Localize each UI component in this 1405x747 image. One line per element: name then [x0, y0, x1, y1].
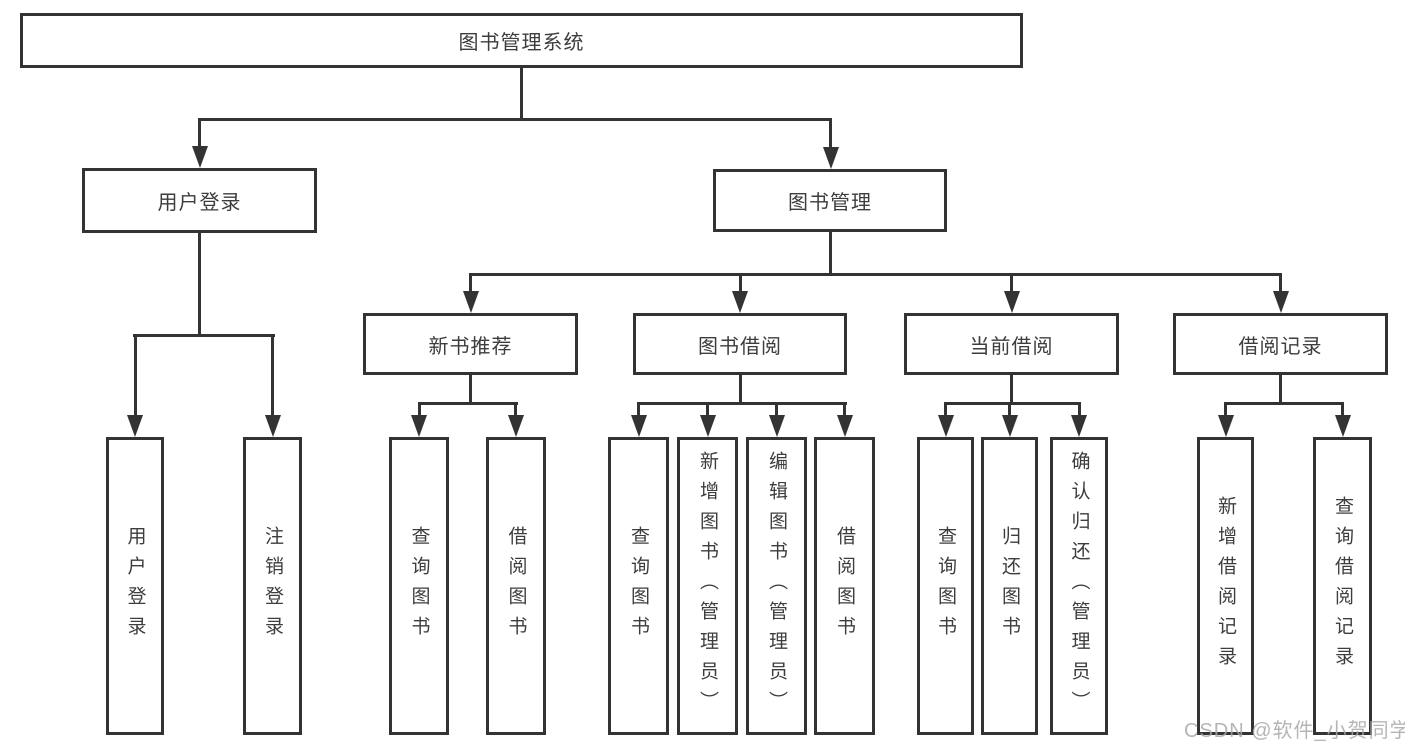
leaf-return-book: 归还图书: [981, 437, 1038, 735]
leaf-user-login: 用户登录: [106, 437, 164, 735]
node-book-management: 图书管理: [713, 169, 947, 232]
arrow-down-icon: [192, 146, 208, 168]
node-user-login: 用户登录: [82, 168, 317, 233]
connector-line: [514, 402, 517, 416]
node-label: 新增借阅记录: [1215, 496, 1236, 676]
node-label: 图书借阅: [698, 335, 782, 358]
node-label: 新书推荐: [428, 335, 513, 358]
connector-line: [520, 68, 523, 118]
connector-line: [133, 334, 275, 337]
connector-line: [1010, 273, 1013, 293]
arrow-down-icon: [411, 415, 427, 437]
node-label: 用户登录: [124, 526, 146, 646]
connector-line: [739, 273, 742, 293]
leaf-logout: 注销登录: [243, 437, 302, 735]
connector-line: [1224, 402, 1344, 405]
node-label: 图书管理: [788, 192, 872, 214]
connector-line: [1010, 375, 1013, 405]
arrow-down-icon: [265, 415, 281, 437]
leaf-add-book-admin: 新增图书（管理员）: [677, 437, 738, 735]
arrow-down-icon: [769, 415, 785, 437]
node-label: 用户登录: [157, 192, 242, 214]
connector-line: [1008, 402, 1011, 416]
connector-line: [1279, 375, 1282, 405]
connector-line: [843, 402, 846, 416]
arrow-down-icon: [837, 415, 853, 437]
node-label: 查询图书: [935, 526, 956, 646]
arrow-down-icon: [127, 415, 143, 437]
connector-line: [944, 402, 947, 416]
leaf-query-borrow-record: 查询借阅记录: [1313, 437, 1372, 735]
leaf-borrow-book: 借阅图书: [814, 437, 875, 735]
leaf-edit-book-admin: 编辑图书（管理员）: [746, 437, 807, 735]
connector-line: [775, 402, 778, 416]
connector-line: [271, 334, 274, 415]
node-label: 查询图书: [408, 526, 430, 646]
connector-line: [706, 402, 709, 416]
arrow-down-icon: [1218, 415, 1234, 437]
node-label: 归还图书: [999, 526, 1020, 646]
connector-line: [829, 118, 832, 149]
node-label: 当前借阅: [969, 335, 1054, 358]
arrow-down-icon: [1335, 415, 1351, 437]
watermark: CSDN @软件_小贺同学: [1184, 720, 1405, 742]
arrow-down-icon: [631, 415, 647, 437]
node-label: 借阅图书: [834, 526, 855, 646]
node-label: 查询图书: [628, 526, 649, 646]
connector-line: [418, 402, 421, 416]
connector-line: [829, 232, 832, 273]
arrow-down-icon: [732, 291, 748, 313]
connector-line: [637, 402, 847, 405]
arrow-down-icon: [938, 415, 954, 437]
arrow-down-icon: [1071, 415, 1087, 437]
connector-line: [469, 273, 1282, 276]
leaf-borrow-book-recommend: 借阅图书: [486, 437, 546, 735]
node-label: 借阅图书: [505, 526, 527, 646]
connector-line: [637, 402, 640, 416]
connector-line: [469, 273, 472, 293]
node-book-borrow: 图书借阅: [633, 313, 847, 375]
connector-line: [1279, 273, 1282, 293]
leaf-query-book-current: 查询图书: [917, 437, 974, 735]
connector-line: [1224, 402, 1227, 416]
node-label: 确认归还（管理员）: [1068, 451, 1090, 721]
node-label: 借阅记录: [1238, 335, 1323, 358]
node-label: 注销登录: [262, 526, 283, 646]
node-new-book-recommend: 新书推荐: [363, 313, 578, 375]
connector-line: [1341, 402, 1344, 416]
arrow-down-icon: [823, 147, 839, 169]
connector-line: [1078, 402, 1081, 416]
connector-line: [944, 402, 1081, 405]
node-current-borrow: 当前借阅: [904, 313, 1119, 375]
leaf-query-book: 查询图书: [608, 437, 669, 735]
arrow-down-icon: [508, 415, 524, 437]
connector-line: [469, 375, 472, 405]
connector-line: [134, 334, 137, 415]
arrow-down-icon: [1002, 415, 1018, 437]
connector-line: [739, 375, 742, 405]
node-label: 编辑图书（管理员）: [766, 451, 787, 721]
arrow-down-icon: [1004, 291, 1020, 313]
arrow-down-icon: [1273, 291, 1289, 313]
connector-line: [198, 233, 201, 337]
connector-line: [418, 402, 518, 405]
leaf-add-borrow-record: 新增借阅记录: [1197, 437, 1254, 735]
connector-line: [198, 118, 832, 121]
node-borrow-records: 借阅记录: [1173, 313, 1388, 375]
connector-line: [198, 118, 201, 148]
leaf-confirm-return-admin: 确认归还（管理员）: [1050, 437, 1108, 735]
arrow-down-icon: [463, 291, 479, 313]
node-library-management-system: 图书管理系统: [20, 13, 1023, 68]
node-label: 新增图书（管理员）: [697, 451, 718, 721]
arrow-down-icon: [700, 415, 716, 437]
node-label: 查询借阅记录: [1332, 496, 1353, 676]
node-label: 图书管理系统: [458, 32, 585, 54]
leaf-query-book-recommend: 查询图书: [389, 437, 449, 735]
